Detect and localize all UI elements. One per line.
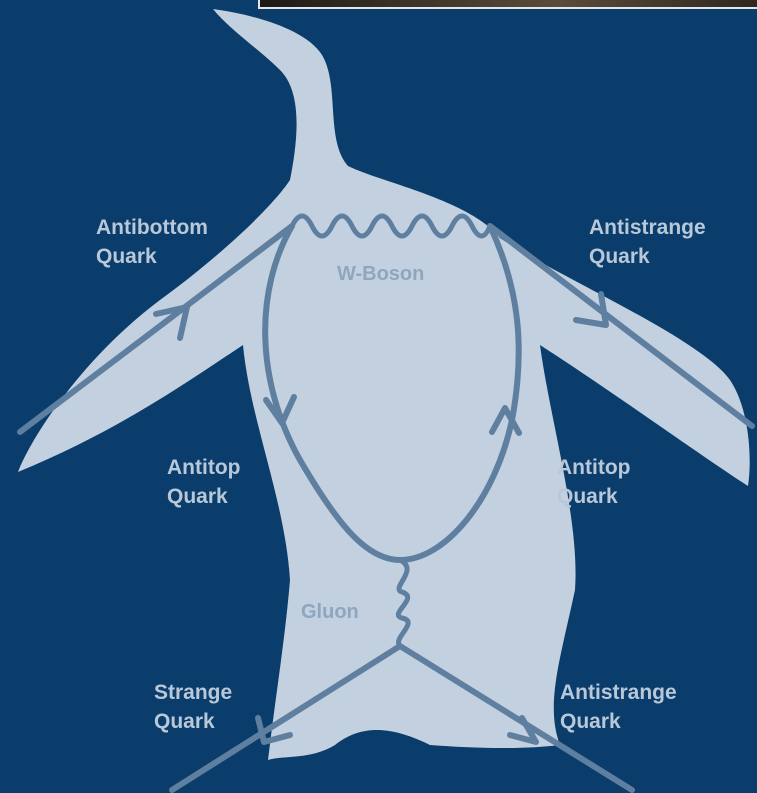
antitop-quark-label-right: Antitop Quark [557,453,630,511]
w-boson-label: W-Boson [337,262,424,286]
antitop-quark-label-left: Antitop Quark [167,453,240,511]
antibottom-quark-label: Antibottom Quark [96,213,208,271]
gluon-label: Gluon [301,600,359,624]
antistrange-quark-label-top: Antistrange Quark [589,213,706,271]
antistrange-quark-label-bottom: Antistrange Quark [560,678,677,736]
strange-quark-label: Strange Quark [154,678,232,736]
penguin-silhouette [18,9,750,760]
